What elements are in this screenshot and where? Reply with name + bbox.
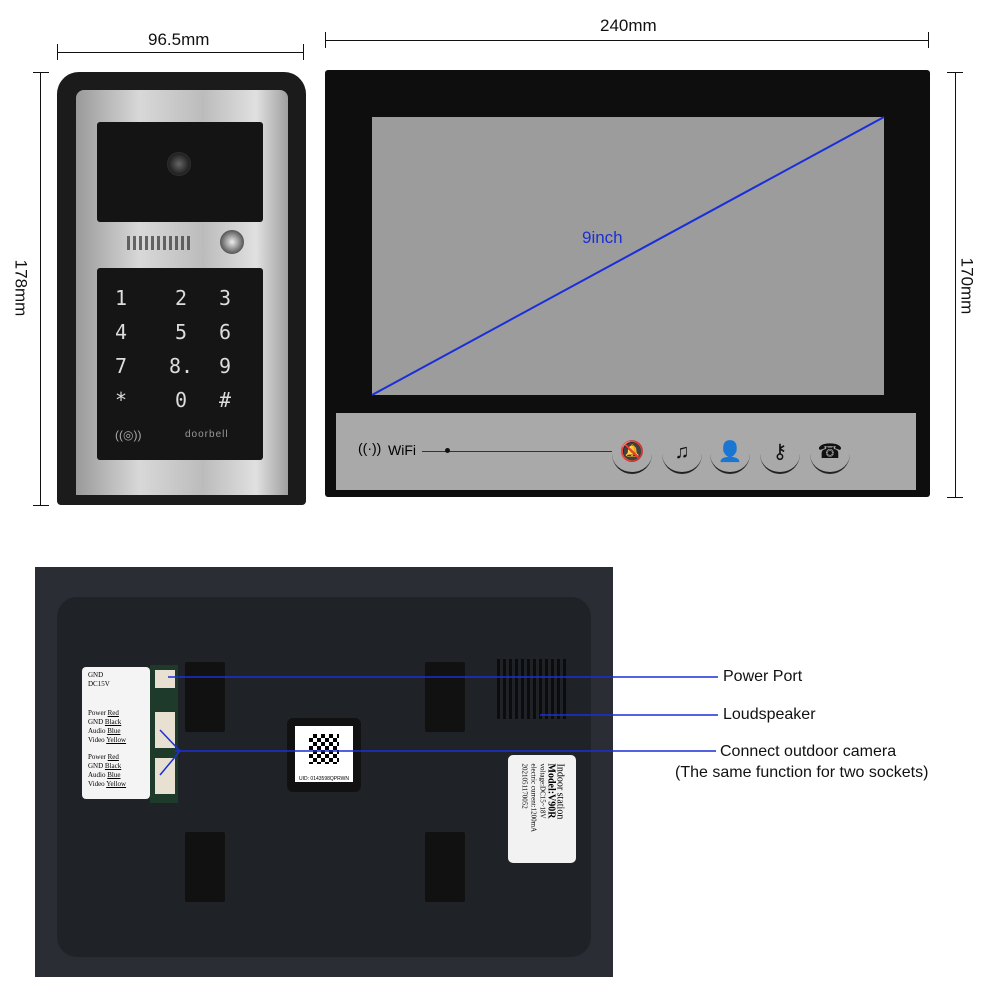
key-icon[interactable]: ⚷ (760, 432, 800, 474)
door-height-line (40, 72, 41, 505)
key[interactable]: 6 (218, 320, 232, 344)
power-port[interactable] (155, 670, 175, 688)
camera-line-socket-2 (159, 750, 181, 776)
label-text: GND (88, 671, 104, 679)
tick (57, 44, 58, 60)
tick (947, 497, 963, 498)
label-text: Video (88, 736, 105, 744)
label-text: DC15V (88, 680, 110, 688)
monitor-height-line (955, 72, 956, 497)
door-width-line (57, 52, 303, 53)
music-note-icon[interactable]: ♫ (662, 432, 702, 474)
label-text: Black (104, 762, 122, 770)
key[interactable]: 5 (174, 320, 188, 344)
camera-line-socket-1 (159, 729, 181, 752)
camera-module (97, 122, 263, 222)
bar-divider (422, 451, 612, 452)
key[interactable]: 9 (218, 354, 232, 378)
label-text: Power (88, 709, 106, 717)
key[interactable]: 3 (218, 286, 232, 310)
monitor-width-label: 240mm (600, 16, 657, 35)
label-text: Blue (107, 771, 121, 779)
tick (325, 32, 326, 48)
label-text: GND (88, 718, 104, 726)
camera-socket-2[interactable] (155, 758, 175, 794)
label-text: Red (107, 709, 119, 717)
label-text: Video (88, 780, 105, 788)
label-text: Blue (107, 727, 121, 735)
speaker-vents (497, 659, 567, 719)
qr-uid: UID: 0143598QPRWN (295, 776, 353, 782)
key[interactable]: 1 (114, 286, 128, 310)
camera-socket-1[interactable] (155, 712, 175, 748)
door-width-label: 96.5mm (148, 30, 210, 49)
call-button[interactable] (220, 230, 244, 254)
monitor-width-line (325, 40, 929, 41)
key[interactable]: # (218, 388, 232, 412)
key[interactable]: 0 (174, 388, 188, 412)
brand-logo: doorbell (185, 429, 229, 440)
loudspeaker-label: Loudspeaker (723, 706, 816, 723)
mic-hole (445, 448, 450, 453)
label-text: Black (104, 718, 122, 726)
keypad: 1 2 3 4 5 6 7 8. 9 * 0 # ((◎)) doorbell (97, 268, 263, 460)
label-text: Audio (88, 727, 106, 735)
tick (33, 505, 49, 506)
key[interactable]: 2 (174, 286, 188, 310)
camera-lens-icon (167, 152, 191, 176)
camera-note: (The same function for two sockets) (675, 764, 929, 781)
user-icon[interactable]: 👤 (710, 432, 750, 474)
screen-diagonal-line (371, 116, 885, 396)
screen-diagonal-label: 9inch (582, 228, 623, 247)
key[interactable]: 8. (168, 354, 194, 378)
tick (33, 72, 49, 73)
label-text: Power (88, 753, 106, 761)
bell-mute-icon[interactable]: 🔕 (612, 432, 652, 474)
tick (928, 32, 929, 48)
power-port-label: Power Port (723, 668, 803, 685)
label-text: Yellow (106, 736, 127, 744)
key[interactable]: 7 (114, 354, 128, 378)
door-station: 1 2 3 4 5 6 7 8. 9 * 0 # ((◎)) doorbell (57, 72, 306, 505)
key[interactable]: 4 (114, 320, 128, 344)
label-text: GND (88, 762, 104, 770)
wiring-label: GND DC15V Power Red GND Black Audio Blue… (82, 667, 150, 799)
rfid-icon: ((◎)) (115, 428, 142, 442)
tick (303, 44, 304, 60)
model-sticker: Indoor station Model:V90R voltage:DC15~1… (508, 755, 576, 863)
camera-label: Connect outdoor camera (720, 743, 897, 760)
label-text: Yellow (106, 780, 127, 788)
label-text: Audio (88, 771, 106, 779)
speaker-grille (127, 236, 192, 250)
tick (947, 72, 963, 73)
key[interactable]: * (114, 388, 128, 412)
wifi-label: WiFi (388, 442, 416, 458)
label-text: Red (107, 753, 119, 761)
phone-icon[interactable]: ☎ (810, 432, 850, 474)
wifi-icon: ((·)) (358, 440, 382, 456)
